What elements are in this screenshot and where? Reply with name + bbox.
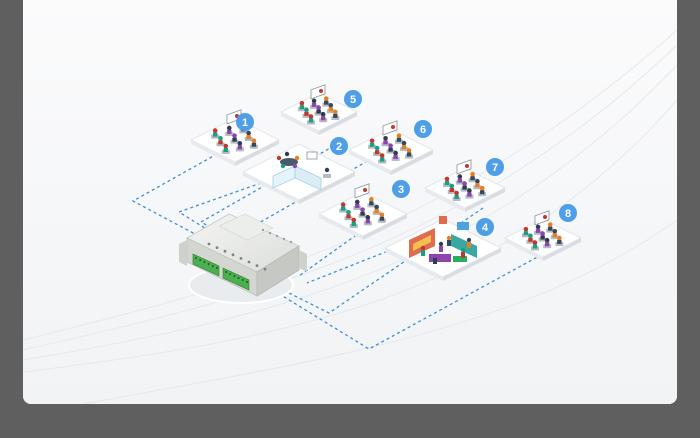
- room-number-badge: 8: [559, 204, 577, 222]
- room-number-badge: 5: [344, 90, 362, 108]
- room-number-label: 6: [420, 124, 426, 136]
- room-7: [423, 159, 507, 212]
- room-8: [503, 210, 583, 261]
- diagram-canvas: 1 2 3 4 5 6 7 8: [23, 0, 677, 404]
- room-number-badge: 1: [236, 113, 254, 131]
- room-number-badge: 3: [392, 180, 410, 198]
- room-6: [347, 120, 435, 175]
- classroom-icon: [317, 183, 409, 240]
- classroom-icon: [189, 109, 281, 166]
- classroom-icon: [423, 159, 507, 212]
- classroom-icon: [347, 120, 435, 175]
- room-number-label: 8: [565, 208, 571, 220]
- room-number-label: 3: [398, 184, 404, 196]
- room-number-badge: 4: [476, 218, 494, 236]
- room-number-label: 2: [336, 141, 342, 153]
- relay-controller-module: [179, 213, 307, 304]
- room-number-badge: 2: [330, 137, 348, 155]
- room-number-badge: 7: [486, 158, 504, 176]
- exhibition-hall-icon: [383, 216, 503, 281]
- room-number-label: 5: [350, 94, 356, 106]
- room-number-label: 4: [482, 222, 489, 234]
- room-number-label: 1: [242, 117, 248, 129]
- room-3: [317, 183, 409, 240]
- network-diagram: 1 2 3 4 5 6 7 8: [23, 0, 677, 404]
- room-number-badge: 6: [414, 120, 432, 138]
- room-1: [189, 109, 281, 166]
- classroom-icon: [279, 84, 359, 135]
- office-meeting-room-icon: [241, 143, 357, 204]
- room-2: [241, 143, 357, 204]
- classroom-icon: [503, 210, 583, 261]
- room-4: [383, 216, 503, 281]
- room-number-label: 7: [492, 162, 498, 174]
- background-swoosh: [23, 29, 677, 404]
- room-5: [279, 84, 359, 135]
